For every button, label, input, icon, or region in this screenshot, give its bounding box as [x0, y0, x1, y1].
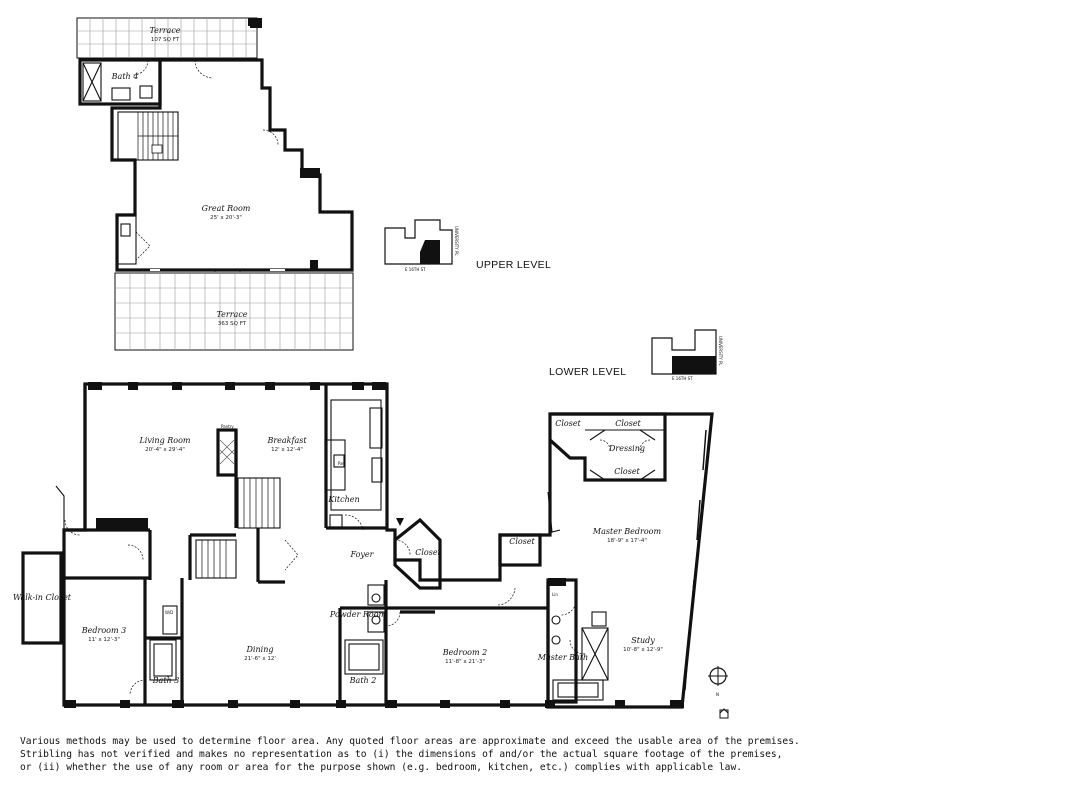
- terrace-top-label: Terrace: [149, 26, 180, 35]
- equal-housing-icon: [719, 708, 729, 719]
- pantry-label: Pantry: [221, 424, 234, 429]
- lower-level-plan: LOWER LEVEL E 16TH ST UNIVERSITY PL: [13, 329, 729, 719]
- upper-level-plan: Terrace 107 SQ FT Bath 4 Great Room 25' …: [76, 17, 551, 351]
- upper-stair: [117, 111, 179, 161]
- disclaimer-line: Stribling has not verified and makes no …: [20, 749, 783, 760]
- pantry-box: [216, 428, 238, 477]
- bedroom-3-size: 11' x 12'-3": [88, 637, 120, 643]
- kitchen-fixtures: [324, 399, 383, 531]
- kitchen-label: Kitchen: [327, 495, 359, 504]
- foyer-label: Foyer: [349, 550, 374, 559]
- lower-key-street-side: UNIVERSITY PL: [718, 336, 723, 366]
- lower-key-plan: E 16TH ST UNIVERSITY PL: [651, 329, 723, 381]
- terrace-top: [76, 17, 258, 59]
- bedroom-2-size: 11'-8" x 21'-3": [445, 659, 485, 665]
- terrace-bottom-label: Terrace: [216, 310, 247, 319]
- lower-key-street-bottom: E 16TH ST: [672, 376, 693, 381]
- master-closet-3-label: Closet: [614, 467, 640, 476]
- living-room-size: 20'-4" x 29'-4": [145, 447, 185, 453]
- dining-label: Dining: [246, 645, 274, 654]
- disclaimer-line: or (ii) whether the use of any room or a…: [20, 762, 742, 773]
- dressing-label: Dressing: [608, 444, 645, 453]
- living-room-label: Living Room: [138, 436, 190, 445]
- wd-label: W/D: [165, 610, 173, 615]
- hall-closet-label: Closet: [509, 537, 535, 546]
- upper-level-title: UPPER LEVEL: [476, 259, 551, 271]
- master-suite-fixtures: [546, 412, 667, 704]
- disclaimer-line: Various methods may be used to determine…: [20, 736, 800, 747]
- compass-label: N: [716, 692, 719, 697]
- study-label: Study: [631, 636, 655, 645]
- great-room-size: 25' x 20'-3": [210, 215, 242, 221]
- terrace-bottom: [114, 272, 354, 351]
- master-bath-label: Master Bath: [537, 653, 588, 662]
- upper-key-plan: E 16TH ST UNIVERSITY PL: [384, 219, 459, 272]
- master-closet-1-label: Closet: [555, 419, 581, 428]
- lower-main-walls: [62, 382, 714, 709]
- master-closet-2-label: Closet: [615, 419, 641, 428]
- bath-fixtures: [149, 584, 385, 681]
- lower-level-title: LOWER LEVEL: [549, 366, 626, 378]
- lower-stair: [195, 477, 299, 579]
- bath-3-label: Bath 3: [152, 676, 180, 685]
- upper-key-street-bottom: E 16TH ST: [405, 267, 426, 272]
- linen-label: Lin: [552, 592, 558, 597]
- floor-plan: Terrace 107 SQ FT Bath 4 Great Room 25' …: [13, 17, 729, 719]
- bedroom-3-label: Bedroom 3: [81, 626, 126, 635]
- dining-size: 21'-6" x 12': [244, 656, 276, 662]
- breakfast-label: Breakfast: [266, 436, 307, 445]
- upper-key-street-side: UNIVERSITY PL: [454, 226, 459, 256]
- powder-room-label: Powder Room: [329, 610, 387, 619]
- bath-4: [78, 58, 214, 106]
- master-bedroom-label: Master Bedroom: [592, 527, 662, 536]
- terrace-top-size: 107 SQ FT: [151, 37, 180, 43]
- bath-2-label: Bath 2: [349, 676, 377, 685]
- disclaimer: Various methods may be used to determine…: [20, 735, 1040, 774]
- study-size: 10'-8" x 12'-9": [623, 647, 663, 653]
- terrace-bottom-size: 363 SQ FT: [218, 321, 247, 327]
- great-room-label: Great Room: [202, 204, 251, 213]
- walk-in-closet: [21, 551, 63, 645]
- pantry-small-label: Pntry: [100, 522, 111, 527]
- bedroom-2-label: Bedroom 2: [442, 648, 487, 657]
- master-bedroom-size: 18'-9" x 17'-4": [607, 538, 647, 544]
- ref-label: Ref: [338, 461, 345, 466]
- breakfast-size: 12' x 12'-4": [271, 447, 303, 453]
- bath-4-label: Bath 4: [111, 72, 139, 81]
- foyer-closet-label: Closet: [415, 548, 441, 557]
- walk-in-closet-label: Walk-in Closet: [13, 593, 72, 602]
- great-room-walls: [110, 58, 354, 272]
- north-arrow-icon: N: [708, 666, 728, 697]
